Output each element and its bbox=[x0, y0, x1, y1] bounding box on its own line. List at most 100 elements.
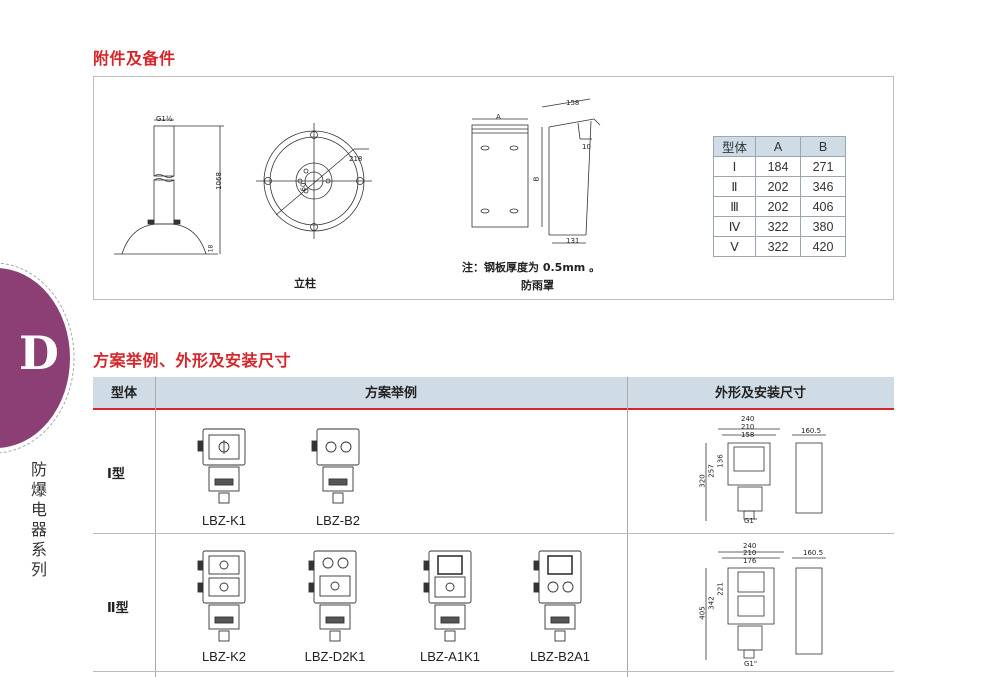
header-scheme: 方案举例 bbox=[364, 386, 417, 401]
scheme-table: 型体 方案举例 外形及安装尺寸 Ⅰ型 LBZ-K1 bbox=[93, 377, 894, 677]
product-drawing-lamps-switch bbox=[308, 550, 357, 642]
rain-cover-dimension-table: 型体 A B Ⅰ 184 271 Ⅱ 202 346 Ⅲ 202 406 Ⅳ 3… bbox=[713, 136, 846, 257]
pole-dim-height: 1068 bbox=[214, 172, 223, 190]
dim-h1: 405 bbox=[698, 606, 707, 620]
dim-w3: 176 bbox=[743, 557, 757, 565]
dim-h1: 320 bbox=[698, 474, 707, 488]
dim-table-cell: 322 bbox=[755, 236, 801, 257]
dim-h2: 257 bbox=[707, 464, 716, 478]
dim-table-row: Ⅰ 184 271 bbox=[713, 156, 846, 177]
dim-depth: 160.5 bbox=[801, 427, 822, 435]
side-tab-graphic bbox=[0, 262, 75, 454]
side-tab-char: 防 bbox=[30, 460, 47, 479]
dim-table-cell: 202 bbox=[755, 176, 801, 197]
product-name: LBZ-B2 bbox=[315, 513, 361, 528]
row-divider bbox=[93, 671, 894, 672]
side-tab-char: 爆 bbox=[30, 480, 47, 499]
side-tab-label: 防 爆 电 器 系 列 bbox=[29, 460, 49, 580]
product-name: LBZ-K1 bbox=[201, 513, 247, 528]
dim-table-row: Ⅴ 322 420 bbox=[713, 236, 846, 257]
side-tab-letter: D bbox=[19, 326, 59, 380]
product-name: LBZ-A1K1 bbox=[420, 649, 480, 664]
rain-cover-caption: 防雨罩 bbox=[521, 279, 554, 292]
dim-table-cell: 322 bbox=[755, 216, 801, 237]
column-divider bbox=[627, 377, 628, 677]
dim-h3: 136 bbox=[716, 454, 725, 468]
outline-dimension-drawing-type2 bbox=[705, 551, 826, 660]
product-item: LBZ-K1 bbox=[189, 425, 259, 528]
product-name: LBZ-K2 bbox=[201, 649, 247, 664]
rain-cover-dim-lip: 10 bbox=[582, 143, 591, 151]
side-tab-ring bbox=[0, 262, 75, 454]
product-name: LBZ-D2K1 bbox=[304, 649, 366, 664]
row-type-label: Ⅰ型 bbox=[107, 467, 125, 482]
product-item: LBZ-B2 bbox=[303, 425, 373, 528]
dim-w2: 210 bbox=[741, 423, 755, 431]
pole-dim-base: 18 bbox=[207, 244, 215, 253]
dim-table-cell: 420 bbox=[800, 236, 846, 257]
rain-cover-side-drawing bbox=[541, 98, 601, 244]
section-title-schemes: 方案举例、外形及安装尺寸 bbox=[93, 351, 292, 370]
side-tab-char: 器 bbox=[30, 520, 47, 539]
pole-caption: 立柱 bbox=[294, 277, 316, 290]
dim-table-cell: 380 bbox=[800, 216, 846, 237]
pole-dim-diameter: 218 bbox=[349, 155, 363, 163]
product-drawing-meter-switch bbox=[423, 550, 472, 642]
outline-dimension-drawing-type1 bbox=[705, 428, 826, 521]
dim-depth: 160.5 bbox=[803, 549, 824, 557]
rain-cover-note: 注：钢板厚度为 0.5mm 。 bbox=[462, 261, 601, 274]
rain-cover-dim-bottom: 131 bbox=[566, 237, 580, 245]
dim-table-row: Ⅲ 202 406 bbox=[713, 196, 846, 217]
dim-table-header: B bbox=[800, 136, 846, 157]
dim-table-row: Ⅳ 322 380 bbox=[713, 216, 846, 237]
dim-h3: 221 bbox=[716, 582, 725, 596]
header-type: 型体 bbox=[110, 386, 137, 401]
pole-top-drawing bbox=[256, 123, 372, 239]
dim-table-cell: Ⅴ bbox=[713, 236, 756, 257]
product-item: LBZ-K2 bbox=[189, 547, 259, 664]
dim-w1: 240 bbox=[743, 542, 757, 550]
dim-table-cell: Ⅰ bbox=[713, 156, 756, 177]
product-item: LBZ-B2A1 bbox=[525, 547, 595, 664]
dim-table-cell: Ⅱ bbox=[713, 176, 756, 197]
dim-table-cell: 271 bbox=[800, 156, 846, 177]
dim-w3: 158 bbox=[741, 431, 755, 439]
row-type-label: Ⅱ型 bbox=[107, 601, 129, 616]
product-item: LBZ-D2K1 bbox=[300, 547, 370, 664]
side-tab-char: 列 bbox=[30, 560, 47, 579]
rain-cover-front-drawing bbox=[471, 118, 529, 228]
dim-table-cell: 346 bbox=[800, 176, 846, 197]
section-title-accessories: 附件及备件 bbox=[93, 49, 176, 68]
side-tab-char: 系 bbox=[30, 540, 47, 559]
scheme-table-header: 型体 方案举例 外形及安装尺寸 bbox=[93, 377, 894, 410]
product-drawing-switch bbox=[197, 428, 246, 504]
dim-table-header: 型体 bbox=[713, 136, 756, 157]
product-drawing-double-switch bbox=[197, 550, 246, 642]
rain-cover-dim-b: B bbox=[532, 176, 541, 182]
pole-dim-thread: G1½ bbox=[156, 115, 173, 123]
rain-cover-dim-top: 158 bbox=[566, 99, 580, 107]
product-drawing-buttons bbox=[311, 428, 360, 504]
pole-dim-inner: 60 bbox=[299, 182, 308, 192]
dim-h2: 342 bbox=[707, 596, 716, 610]
dim-table-cell: 406 bbox=[800, 196, 846, 217]
dim-table-row: Ⅱ 202 346 bbox=[713, 176, 846, 197]
column-divider bbox=[155, 377, 156, 677]
dim-table-cell: 184 bbox=[755, 156, 801, 177]
product-item: LBZ-A1K1 bbox=[415, 547, 485, 664]
dim-table-cell: Ⅳ bbox=[713, 216, 756, 237]
product-name: LBZ-B2A1 bbox=[530, 649, 590, 664]
side-tab-badge bbox=[0, 268, 70, 448]
row-divider bbox=[93, 533, 894, 534]
product-drawing-meter-buttons bbox=[533, 550, 582, 642]
dim-thread: G1" bbox=[744, 660, 758, 668]
dim-table-header: A bbox=[755, 136, 801, 157]
dim-thread: G1" bbox=[744, 517, 758, 525]
header-dimensions: 外形及安装尺寸 bbox=[714, 386, 806, 401]
rain-cover-dim-a: A bbox=[496, 113, 501, 121]
dim-w2: 210 bbox=[743, 549, 757, 557]
dim-table-cell: Ⅲ bbox=[713, 196, 756, 217]
pole-side-drawing bbox=[114, 119, 224, 255]
side-tab-char: 电 bbox=[30, 500, 47, 519]
dim-w1: 240 bbox=[741, 415, 755, 423]
